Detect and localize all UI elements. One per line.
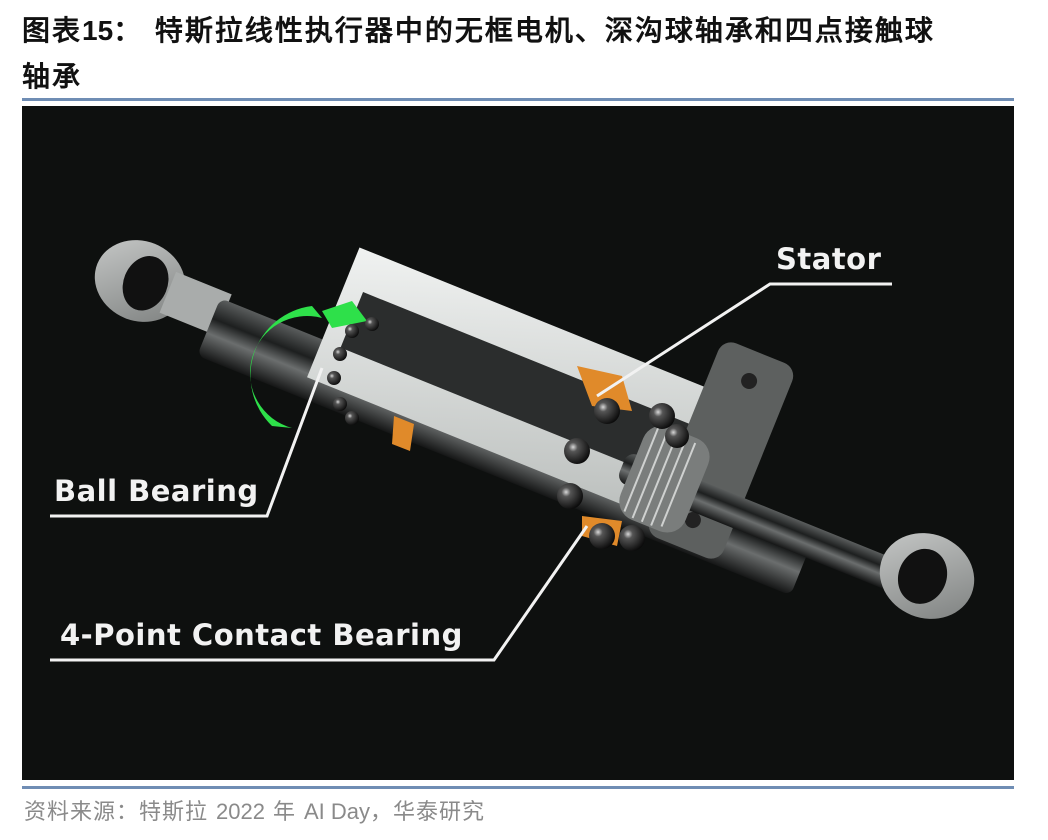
four-point-callout-line bbox=[50, 525, 589, 662]
figure-title-line2: 轴承 bbox=[22, 60, 83, 93]
source-year: 2022 bbox=[216, 799, 265, 824]
ball-bearing-callout-line bbox=[50, 367, 324, 518]
figure-number: 15 bbox=[82, 15, 114, 46]
four-point-contact-bearing-label: 4-Point Contact Bearing bbox=[60, 618, 463, 652]
figure-title-prefix: 图表 bbox=[22, 14, 83, 47]
stator-copper bbox=[577, 366, 632, 411]
figure-title-line1: 图表15： 特斯拉线性执行器中的无框电机、深沟球轴承和四点接触球 bbox=[22, 8, 1022, 54]
figure-title-text: ： 特斯拉线性执行器中的无框电机、深沟球轴承和四点接触球 bbox=[113, 14, 935, 47]
top-divider bbox=[22, 98, 1014, 101]
bottom-divider bbox=[22, 786, 1014, 789]
source-note: 资料来源：特斯拉 2022 年 AI Day，华泰研究 bbox=[24, 794, 485, 826]
actuator-illustration bbox=[50, 240, 975, 662]
source-year-suffix: 年 bbox=[272, 800, 296, 825]
housing bbox=[307, 247, 731, 528]
figure-title: 图表15： 特斯拉线性执行器中的无框电机、深沟球轴承和四点接触球 轴承 bbox=[22, 8, 1022, 100]
actuator-cutaway-image: Stator Ball Bearing 4-Point Contact Bear… bbox=[22, 106, 1014, 780]
source-separator: ， bbox=[370, 800, 394, 825]
stator-callout-line bbox=[596, 282, 892, 398]
right-rod-eye bbox=[879, 533, 975, 619]
stator-label: Stator bbox=[776, 242, 882, 276]
source-label: 资料来源：特斯拉 bbox=[24, 800, 209, 825]
left-rod-eye bbox=[94, 240, 232, 336]
source-event: AI Day bbox=[303, 799, 371, 824]
source-org: 华泰研究 bbox=[393, 800, 486, 825]
ball-bearing-label: Ball Bearing bbox=[54, 474, 259, 508]
